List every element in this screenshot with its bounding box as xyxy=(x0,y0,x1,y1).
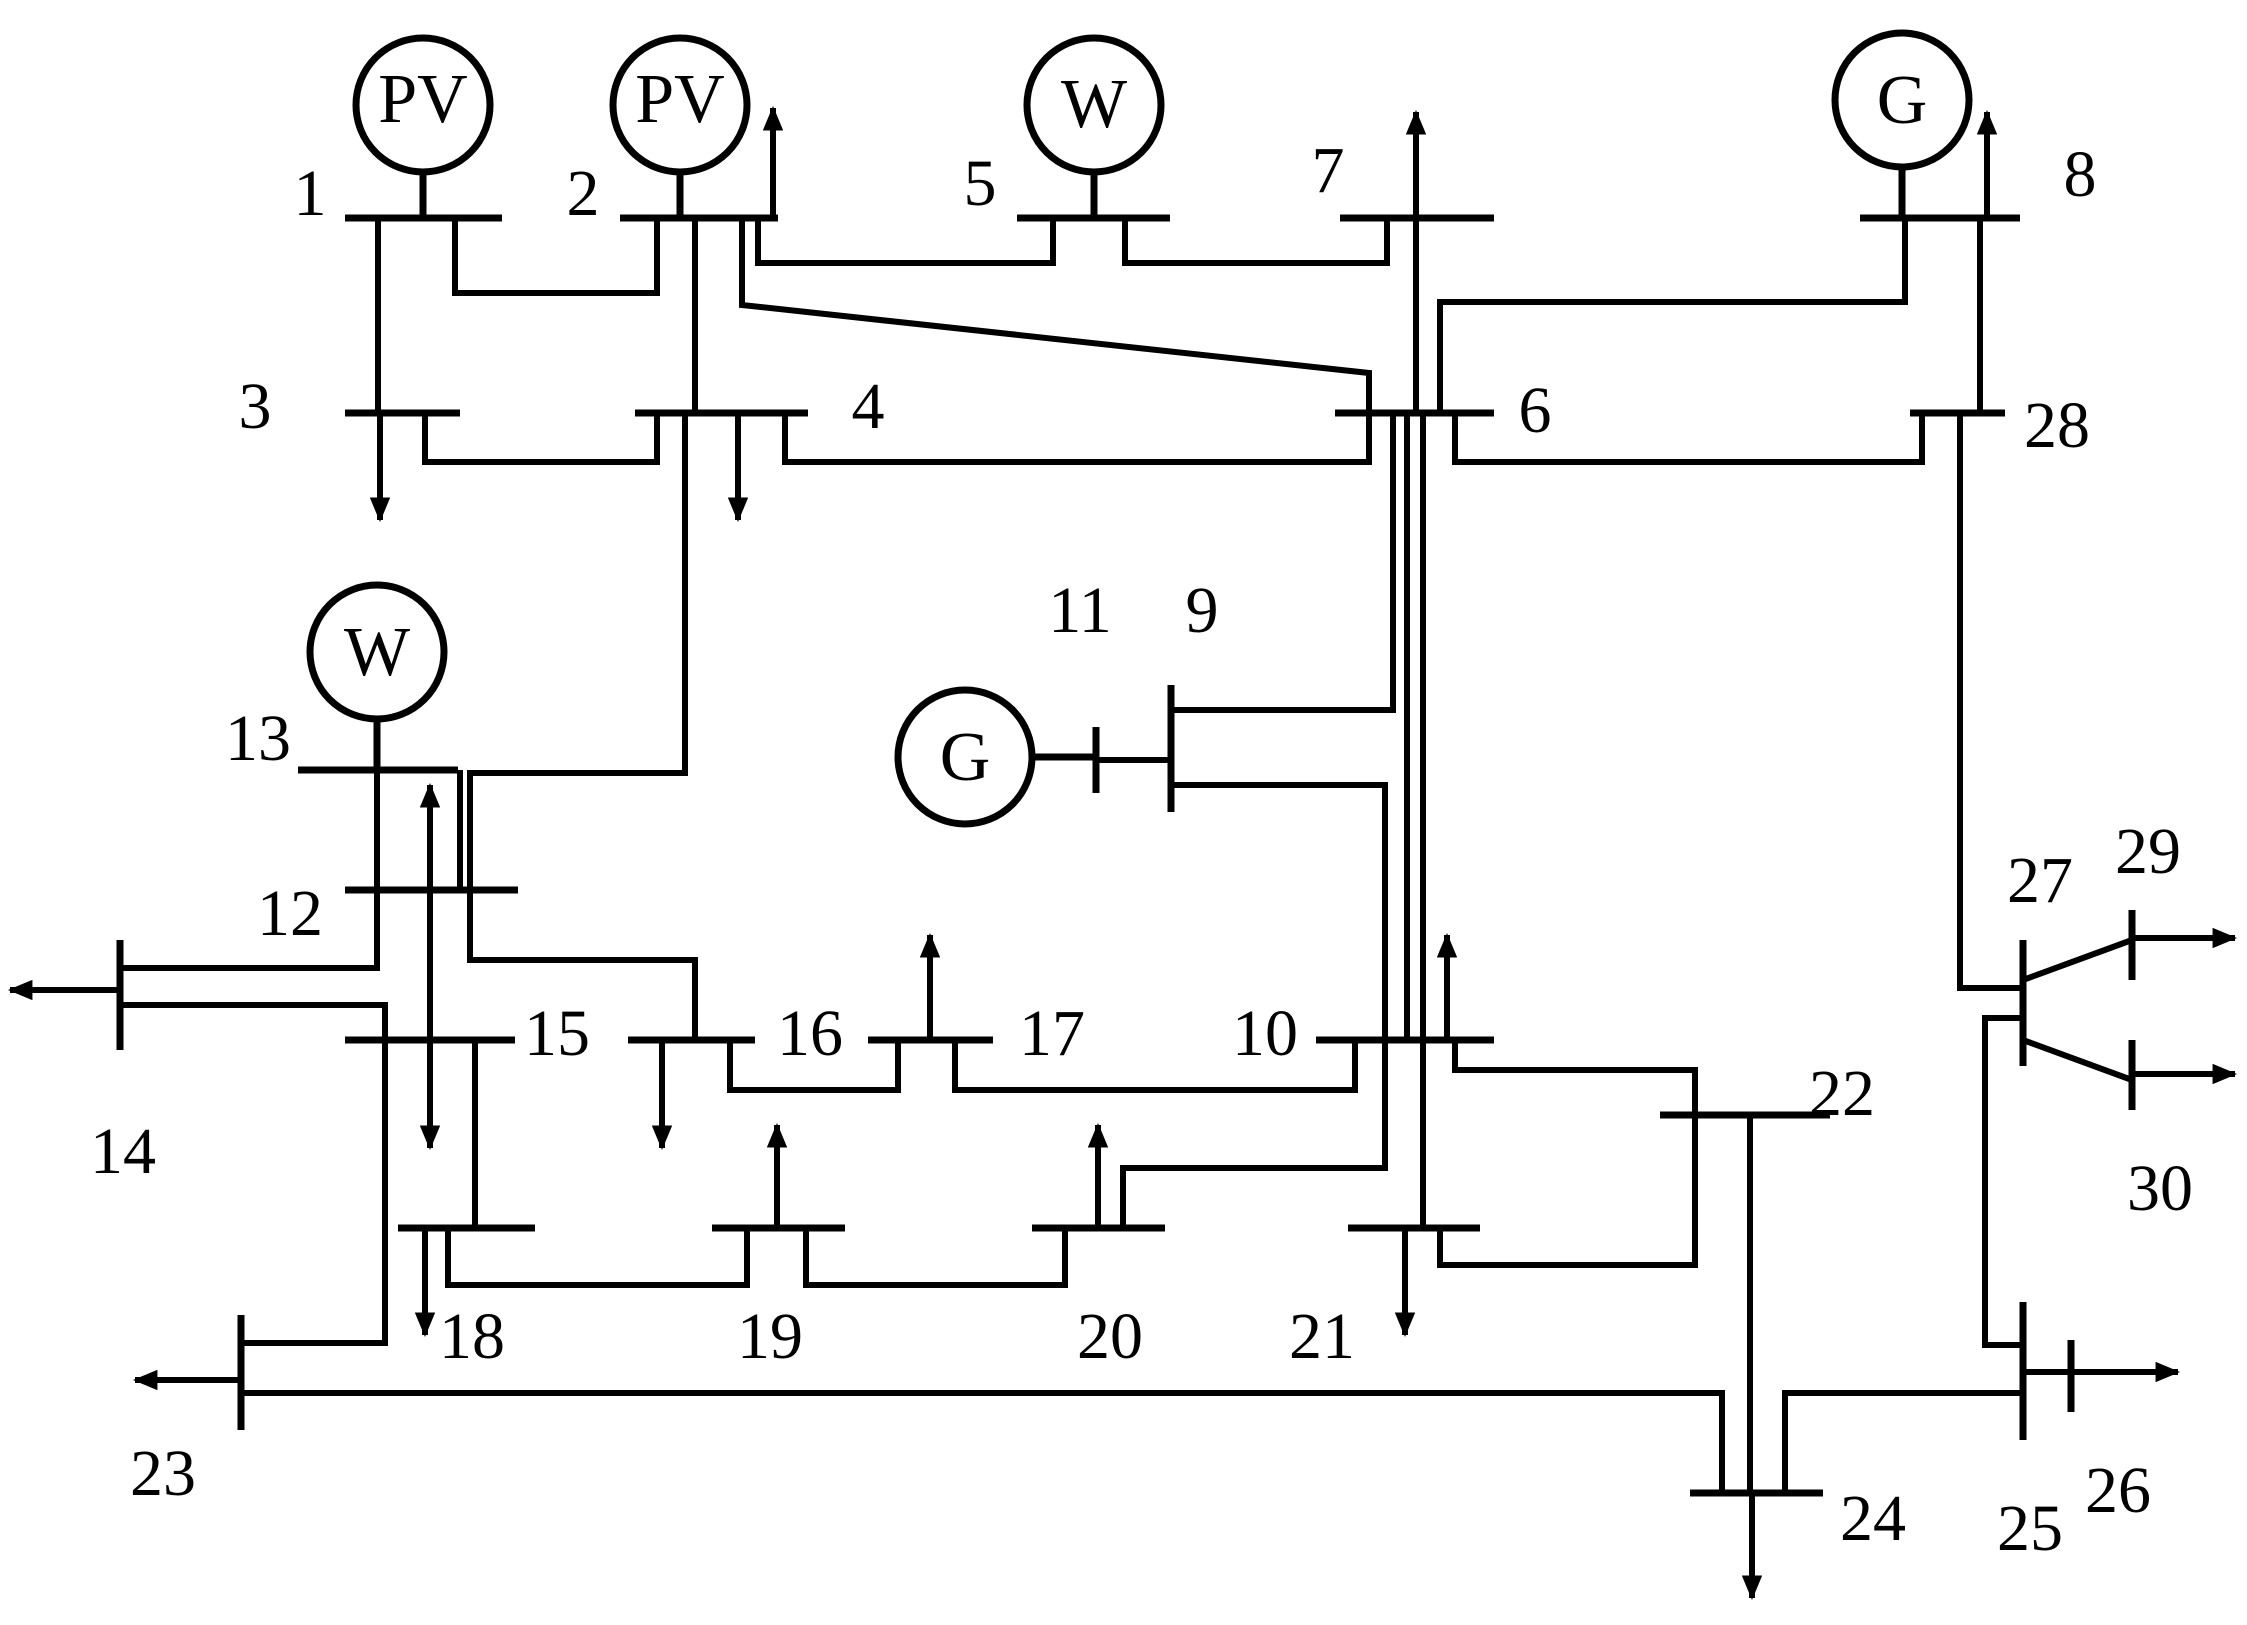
branch-10-20[interactable] xyxy=(1120,1040,1388,1228)
bus-label-13: 13 xyxy=(225,702,291,775)
branch-6-9[interactable] xyxy=(1171,413,1396,713)
branch-25-27[interactable] xyxy=(1982,1015,2023,1348)
branch-6-8[interactable] xyxy=(1437,218,1908,413)
branch-10-17[interactable] xyxy=(952,1040,1358,1093)
bus-label-7: 7 xyxy=(1312,134,1345,207)
bus-label-5: 5 xyxy=(964,147,997,220)
bus-label-25: 25 xyxy=(1997,1492,2063,1565)
bus-label-17: 17 xyxy=(1019,997,1085,1070)
bus-label-20: 20 xyxy=(1077,1300,1143,1373)
bus-label-29: 29 xyxy=(2115,815,2181,888)
branch-24-25[interactable] xyxy=(1782,1390,2023,1493)
bus-label-23: 23 xyxy=(130,1437,196,1510)
branch-27-29[interactable] xyxy=(2021,937,2134,983)
bus-label-14: 14 xyxy=(90,1115,156,1188)
bus-label-2: 2 xyxy=(567,157,600,230)
bus-label-3: 3 xyxy=(239,370,272,443)
branch-9-10[interactable] xyxy=(1171,782,1388,1040)
branch-27-30[interactable] xyxy=(2021,1037,2134,1083)
bus-label-9: 9 xyxy=(1186,574,1219,647)
gen-label-bus5: W xyxy=(1061,66,1127,143)
bus-label-18: 18 xyxy=(439,1300,505,1373)
branch-16-17[interactable] xyxy=(727,1040,901,1093)
branch-14-15[interactable] xyxy=(120,1002,388,1040)
gen-label-bus13: W xyxy=(344,614,410,691)
bus-label-21: 21 xyxy=(1289,1300,1355,1373)
branch-2-6[interactable] xyxy=(739,218,1372,413)
wind-generator-bus5[interactable] xyxy=(1023,34,1165,176)
bus-label-11: 11 xyxy=(1048,574,1112,647)
bus-label-19: 19 xyxy=(737,1300,803,1373)
gen-label-bus2: PV xyxy=(635,61,724,138)
branch-18-19[interactable] xyxy=(445,1228,750,1288)
pv-generator-bus1[interactable] xyxy=(352,34,494,176)
generator-bus8[interactable] xyxy=(1831,29,1973,171)
gen-label-bus1: PV xyxy=(378,61,467,138)
pv-generator-bus2[interactable] xyxy=(609,34,751,176)
branch-15-23[interactable] xyxy=(241,1040,388,1346)
bus-label-12: 12 xyxy=(257,877,323,950)
generator-bus11[interactable] xyxy=(894,686,1036,828)
branch-4-12[interactable] xyxy=(467,413,698,1040)
bus-label-30: 30 xyxy=(2127,1152,2193,1225)
bus-label-28: 28 xyxy=(2024,389,2090,462)
gen-label-bus8: G xyxy=(1877,62,1928,139)
bus-label-26: 26 xyxy=(2085,1454,2151,1527)
branch-21-22[interactable] xyxy=(1437,1115,1698,1268)
branch-4-6[interactable] xyxy=(782,413,1372,465)
branch-10-22[interactable] xyxy=(1452,1040,1698,1115)
bus-label-8: 8 xyxy=(2064,138,2097,211)
bus-label-1: 1 xyxy=(294,157,327,230)
branch-6-28[interactable] xyxy=(1452,413,1925,465)
bus-label-27: 27 xyxy=(2007,844,2073,917)
bus-label-4: 4 xyxy=(852,370,885,443)
wind-generator-bus13[interactable] xyxy=(306,581,448,723)
branch-12-14[interactable] xyxy=(120,890,380,971)
bus-label-16: 16 xyxy=(777,997,843,1070)
bus-label-10: 10 xyxy=(1232,997,1298,1070)
bus-label-24: 24 xyxy=(1840,1482,1906,1555)
branch-3-4[interactable] xyxy=(422,413,660,465)
bus-label-15: 15 xyxy=(524,997,590,1070)
branch-23-24[interactable] xyxy=(241,1390,1725,1493)
bus-label-22: 22 xyxy=(1809,1057,1875,1130)
bus-label-6: 6 xyxy=(1519,374,1552,447)
branch-5-7[interactable] xyxy=(1122,218,1390,266)
branch-1-2[interactable] xyxy=(452,218,660,296)
gen-label-bus11: G xyxy=(940,719,991,796)
branch-2-5[interactable] xyxy=(755,218,1056,266)
branch-19-20[interactable] xyxy=(803,1228,1068,1288)
branch-27-28[interactable] xyxy=(1957,413,2023,991)
